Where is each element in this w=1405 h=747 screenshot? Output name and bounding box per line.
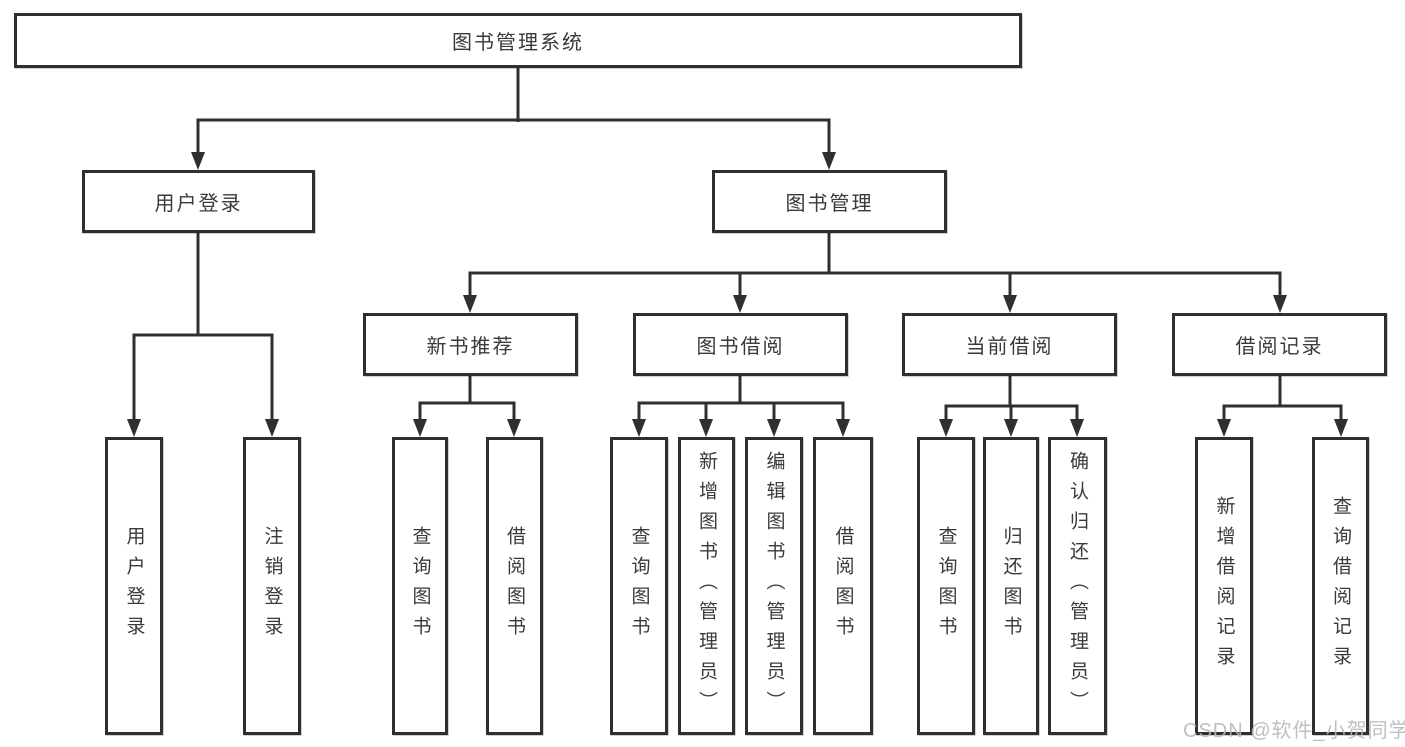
- leaf-cb-return-books: 归还图书: [983, 437, 1039, 735]
- node-new-book-recommendation: 新书推荐: [363, 313, 578, 376]
- node-borrowing-records: 借阅记录: [1172, 313, 1387, 376]
- leaf-bb-borrow-books: 借阅图书: [813, 437, 873, 735]
- leaf-logout: 注销登录: [243, 437, 301, 735]
- node-book-management: 图书管理: [712, 170, 947, 233]
- leaf-nb-query-books: 查询图书: [392, 437, 448, 735]
- node-user-login: 用户登录: [82, 170, 315, 233]
- leaf-cb-confirm-return-admin: 确认归还（管理员）: [1048, 437, 1107, 735]
- node-current-borrowing: 当前借阅: [902, 313, 1117, 376]
- leaf-user-login: 用户登录: [105, 437, 163, 735]
- leaf-nb-borrow-books: 借阅图书: [486, 437, 543, 735]
- leaf-bb-query-books: 查询图书: [610, 437, 668, 735]
- leaf-cb-query-books: 查询图书: [917, 437, 975, 735]
- leaf-bb-add-books-admin: 新增图书（管理员）: [678, 437, 735, 735]
- leaf-br-add-borrow-record: 新增借阅记录: [1195, 437, 1253, 735]
- node-book-borrowing: 图书借阅: [633, 313, 848, 376]
- node-library-management-system: 图书管理系统: [14, 13, 1022, 68]
- watermark: CSDN @软件_小贺同学: [1183, 720, 1405, 742]
- leaf-br-query-borrow-record: 查询借阅记录: [1312, 437, 1369, 735]
- leaf-bb-edit-books-admin: 编辑图书（管理员）: [745, 437, 803, 735]
